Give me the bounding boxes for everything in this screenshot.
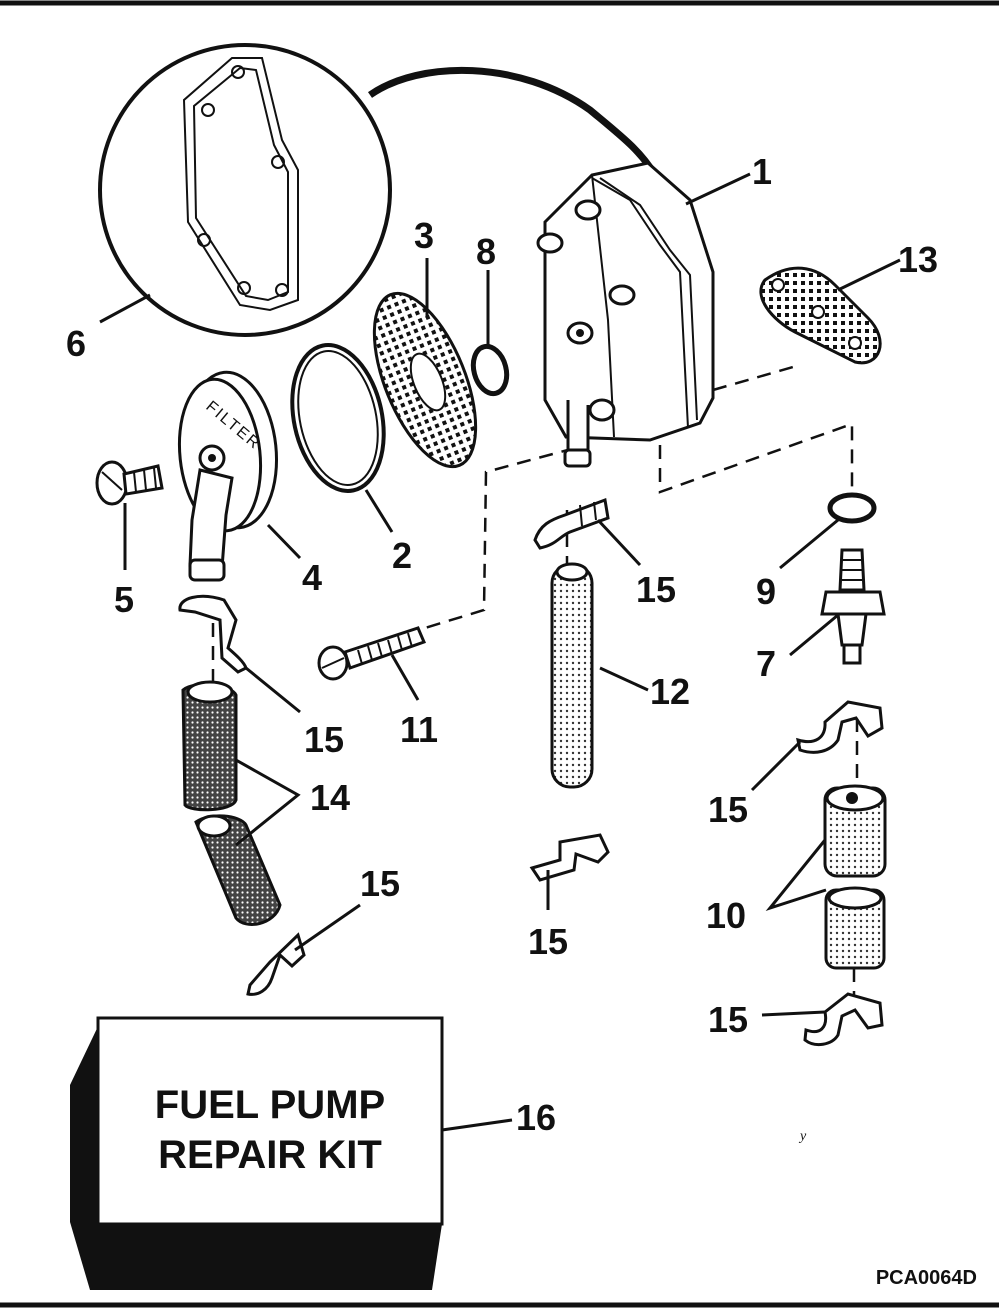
sealing-washer <box>827 492 877 524</box>
callout-1: 1 <box>752 151 772 192</box>
kit-label-line2: REPAIR KIT <box>158 1133 382 1177</box>
callout-11: 11 <box>400 709 438 750</box>
long-screw <box>317 626 427 681</box>
callout-8: 8 <box>476 231 496 272</box>
callout-16: 16 <box>516 1097 556 1138</box>
callout-9: 9 <box>756 571 776 612</box>
hose-clamps <box>178 497 884 1047</box>
callout-6: 6 <box>66 323 86 364</box>
fuel-line <box>550 562 594 789</box>
callout-15a: 15 <box>636 569 676 610</box>
callout-3: 3 <box>414 215 434 256</box>
kit-label-line1: FUEL PUMP <box>155 1083 385 1127</box>
callout-12: 12 <box>650 671 690 712</box>
callout-7: 7 <box>756 643 776 684</box>
callout-5: 5 <box>114 579 134 620</box>
callout-10: 10 <box>706 895 746 936</box>
clamp-d <box>796 700 884 754</box>
stray-mark: y <box>798 1129 807 1144</box>
clamp-a <box>533 497 610 550</box>
gasket-detail-inset <box>98 43 659 337</box>
drawing-code: PCA0064D <box>876 1267 977 1289</box>
clamp-f <box>803 992 884 1047</box>
callout-15d: 15 <box>360 863 400 904</box>
hose-fitting <box>820 548 886 665</box>
callout-15e: 15 <box>528 921 568 962</box>
callout-2: 2 <box>392 535 412 576</box>
callout-14: 14 <box>310 777 350 818</box>
filter-screen <box>372 291 478 469</box>
inline-filters <box>823 784 887 970</box>
leader-lines <box>99 172 901 1132</box>
repair-kit-box: FUEL PUMP REPAIR KIT <box>70 1016 444 1290</box>
clamp-b <box>178 594 248 674</box>
callout-4: 4 <box>302 557 322 598</box>
clamp-e <box>246 932 306 996</box>
callout-labels: 1 13 3 8 6 2 4 5 15 9 7 12 11 15 14 15 1… <box>66 151 938 1138</box>
thumb-screw <box>95 460 164 506</box>
clamp-c <box>529 833 610 882</box>
assembly-dashed-lines <box>211 363 859 1008</box>
callout-15f: 15 <box>708 999 748 1040</box>
filter-cover: FILTER <box>177 370 279 582</box>
mounting-gasket <box>759 266 882 365</box>
short-hoses <box>181 680 282 926</box>
callout-13: 13 <box>898 239 938 280</box>
large-o-ring <box>290 343 386 493</box>
callout-15b: 15 <box>304 719 344 760</box>
callout-15c: 15 <box>708 789 748 830</box>
small-o-ring <box>470 343 510 397</box>
fuel-pump-body <box>536 161 715 468</box>
